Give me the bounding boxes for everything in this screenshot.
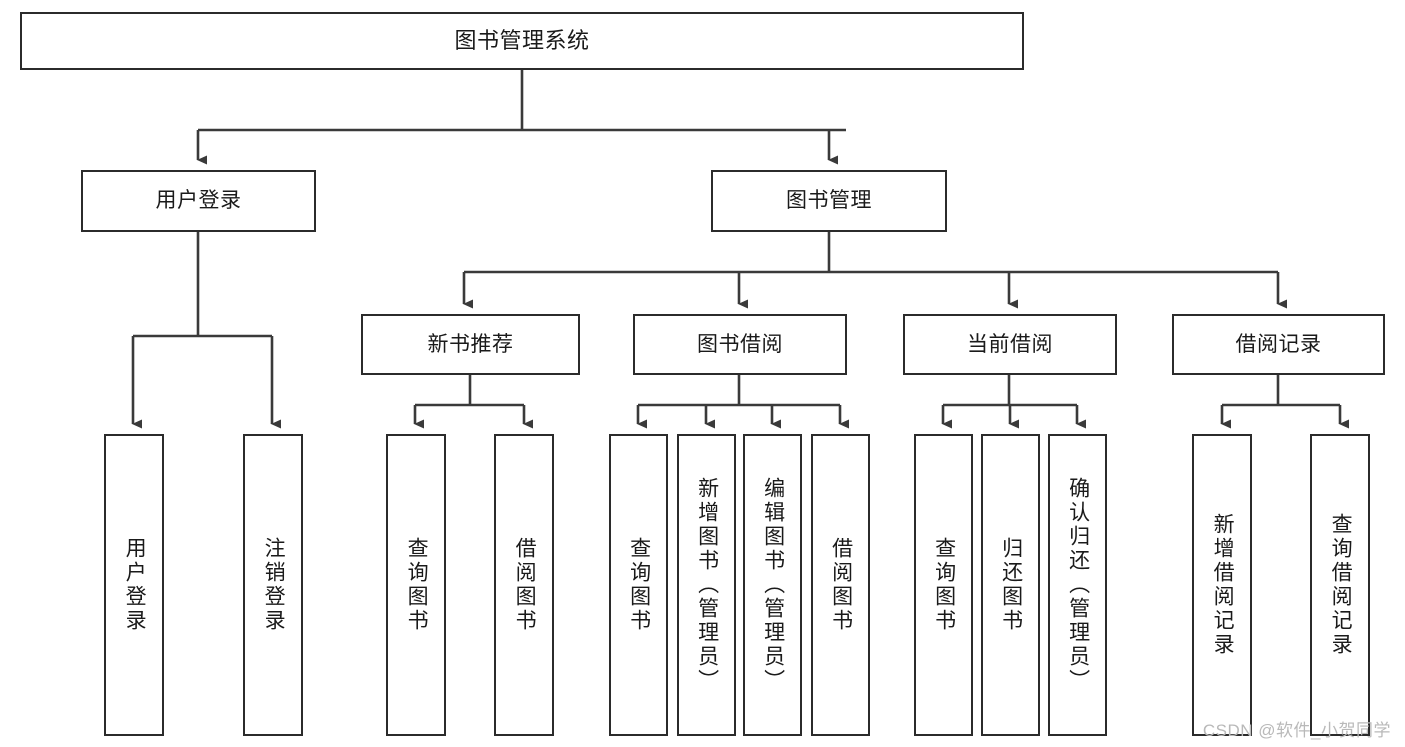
node-leaf-user-login-label: 用户登录	[123, 537, 147, 633]
node-leaf-add-record[interactable]: 新增借阅记录	[1192, 434, 1252, 736]
node-leaf-query-book-1[interactable]: 查询图书	[386, 434, 446, 736]
node-leaf-edit-book[interactable]: 编辑图书（管理员）	[743, 434, 802, 736]
node-root[interactable]: 图书管理系统	[20, 12, 1024, 70]
node-leaf-edit-book-label: 编辑图书（管理员）	[761, 477, 785, 693]
node-leaf-add-record-label: 新增借阅记录	[1211, 513, 1235, 657]
csdn-watermark: CSDN @软件_小贺同学	[1202, 721, 1391, 740]
node-leaf-query-book-2-label: 查询图书	[627, 537, 651, 633]
node-leaf-borrow-book-1-label: 借阅图书	[513, 537, 537, 633]
node-leaf-query-record[interactable]: 查询借阅记录	[1310, 434, 1370, 736]
node-leaf-query-book-3-label: 查询图书	[932, 537, 956, 633]
node-user-login[interactable]: 用户登录	[81, 170, 316, 232]
node-leaf-return-book[interactable]: 归还图书	[981, 434, 1040, 736]
node-leaf-confirm-return-label: 确认归还（管理员）	[1066, 477, 1090, 693]
node-leaf-borrow-book-1[interactable]: 借阅图书	[494, 434, 554, 736]
node-leaf-query-book-2[interactable]: 查询图书	[609, 434, 668, 736]
node-borrow-record-label: 借阅记录	[1235, 332, 1322, 356]
node-leaf-add-book-label: 新增图书（管理员）	[695, 477, 719, 693]
node-new-book-recommend-label: 新书推荐	[427, 332, 514, 356]
node-leaf-confirm-return[interactable]: 确认归还（管理员）	[1048, 434, 1107, 736]
node-leaf-borrow-book-2-label: 借阅图书	[829, 537, 853, 633]
node-leaf-add-book[interactable]: 新增图书（管理员）	[677, 434, 736, 736]
node-leaf-logout-login-label: 注销登录	[262, 537, 286, 633]
node-leaf-logout-login[interactable]: 注销登录	[243, 434, 303, 736]
node-book-manage[interactable]: 图书管理	[711, 170, 947, 232]
node-current-borrow[interactable]: 当前借阅	[903, 314, 1117, 375]
node-leaf-borrow-book-2[interactable]: 借阅图书	[811, 434, 870, 736]
node-leaf-user-login[interactable]: 用户登录	[104, 434, 164, 736]
node-leaf-return-book-label: 归还图书	[999, 537, 1023, 633]
node-book-borrow[interactable]: 图书借阅	[633, 314, 847, 375]
node-leaf-query-book-1-label: 查询图书	[405, 537, 429, 633]
node-book-manage-label: 图书管理	[786, 189, 872, 213]
node-borrow-record[interactable]: 借阅记录	[1172, 314, 1385, 375]
node-leaf-query-record-label: 查询借阅记录	[1329, 513, 1353, 657]
node-current-borrow-label: 当前借阅	[967, 332, 1053, 356]
node-book-borrow-label: 图书借阅	[697, 332, 783, 356]
node-new-book-recommend[interactable]: 新书推荐	[361, 314, 580, 375]
node-leaf-query-book-3[interactable]: 查询图书	[914, 434, 973, 736]
node-root-label: 图书管理系统	[454, 27, 590, 53]
node-user-login-label: 用户登录	[155, 189, 242, 213]
